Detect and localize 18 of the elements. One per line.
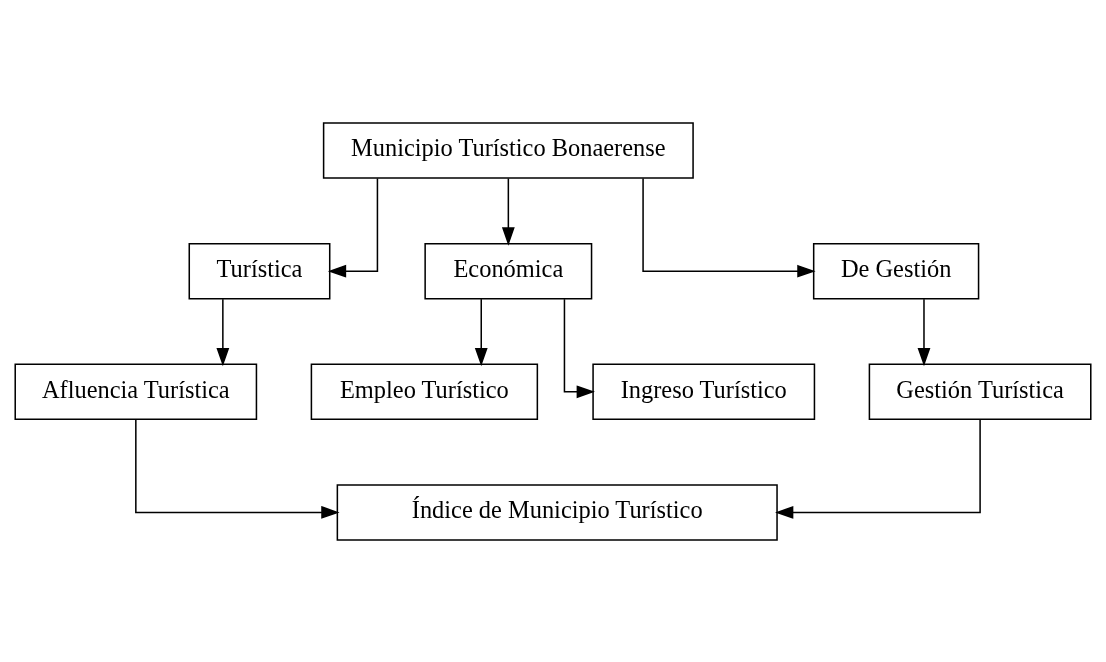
arrow [501,177,515,246]
arrow [327,177,379,278]
node-box: Económica [424,242,593,299]
node-box: Afluencia Turística [14,363,258,420]
arrow [642,177,816,278]
arrow [563,297,595,398]
node-box: Gestión Turística [868,363,1092,420]
node-box: Empleo Turístico [310,363,539,420]
node-box: De Gestión [812,242,980,299]
node-box: Índice de Municipio Turístico [336,483,778,541]
arrow [775,418,981,519]
arrow [917,297,931,366]
arrow [474,297,488,366]
node-box: Ingreso Turístico [592,363,816,420]
arrow [135,418,340,519]
node-box: Municipio Turístico Bonaerense [322,121,694,179]
node-box: Turística [188,242,331,299]
arrow [216,297,230,366]
